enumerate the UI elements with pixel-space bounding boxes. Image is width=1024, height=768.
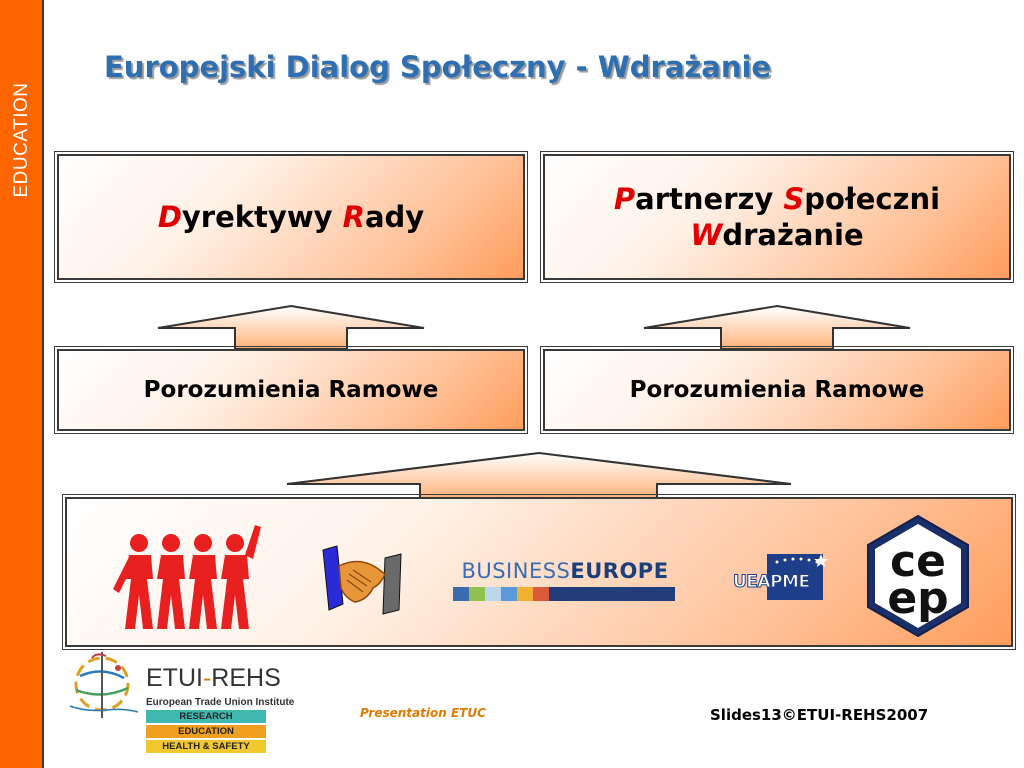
- slide-title: Europejski Dialog Społeczny - Wdrażanie: [104, 50, 772, 84]
- etui-bar-research: RESEARCH: [146, 710, 266, 723]
- businesseurope-logo: BUSINESSEUROPE: [453, 559, 677, 605]
- footer-presentation: Presentation ETUC: [360, 706, 486, 720]
- line-wdrazanie: Wdrażanie: [614, 217, 940, 253]
- ceep-text-bottom: ep: [887, 573, 948, 624]
- initial-s: S: [783, 182, 805, 216]
- etui-bar-education: EDUCATION: [146, 725, 266, 738]
- handshake-icon: [322, 545, 402, 615]
- sidebar-strip: EDUCATION: [0, 0, 44, 768]
- ueapme-logo: UEAPME: [733, 554, 831, 602]
- up-arrow-right: [643, 304, 911, 350]
- etui-name-dash: -: [202, 664, 212, 692]
- label-porozumienia-left: Porozumienia Ramowe: [143, 377, 439, 403]
- text-ady: ady: [364, 200, 425, 234]
- ceep-logo: ce ep: [867, 514, 969, 638]
- box-porozumienia-left: Porozumienia Ramowe: [54, 346, 528, 434]
- initial-w: W: [690, 218, 723, 252]
- partners-logos-box: BUSINESSEUROPE UEAPME ce ep: [62, 494, 1016, 650]
- businesseurope-bar: [453, 587, 675, 601]
- initial-r: R: [342, 200, 365, 234]
- text-yrektywy: yrektywy: [181, 200, 343, 234]
- box-dyrektywy-rady: Dyrektywy Rady: [54, 151, 528, 283]
- etui-name-part1: ETUI: [146, 664, 203, 692]
- ueapme-stars-icon: [775, 554, 828, 567]
- label-porozumienia-right: Porozumienia Ramowe: [629, 377, 925, 403]
- etui-name-part2: REHS: [211, 664, 281, 692]
- text-drazanie: drażanie: [722, 218, 864, 252]
- etui-subtitle: European Trade Union Institute: [146, 697, 295, 708]
- etui-name: ETUI-REHS: [146, 664, 281, 693]
- up-arrow-center: [286, 451, 792, 499]
- box-partnerzy-spoleczni: Partnerzy Społeczni Wdrażanie: [540, 151, 1014, 283]
- businesseurope-part1: BUSINESS: [461, 559, 571, 583]
- etui-emblem-icon: [69, 652, 139, 718]
- initial-p: P: [613, 182, 636, 216]
- ueapme-text: UEAPME: [733, 572, 811, 593]
- sidebar-label: EDUCATION: [11, 82, 32, 198]
- box-porozumienia-right: Porozumienia Ramowe: [540, 346, 1014, 434]
- text-poleczni: połeczni: [804, 182, 941, 216]
- businesseurope-part2: EUROPE: [570, 559, 669, 583]
- line-partnerzy: Partnerzy Społeczni: [614, 181, 940, 217]
- etuc-figures-icon: [113, 525, 261, 629]
- ceep-text-top: ce: [890, 536, 946, 587]
- etui-bar-health-safety: HEALTH & SAFETY: [146, 740, 266, 753]
- up-arrow-left: [157, 304, 425, 350]
- etui-rehs-logo: ETUI-REHS European Trade Union Institute…: [66, 646, 294, 756]
- footer-slide-number: Slides13©ETUI-REHS2007: [710, 706, 929, 724]
- text-artnerzy: artnerzy: [635, 182, 784, 216]
- initial-d: D: [157, 200, 182, 234]
